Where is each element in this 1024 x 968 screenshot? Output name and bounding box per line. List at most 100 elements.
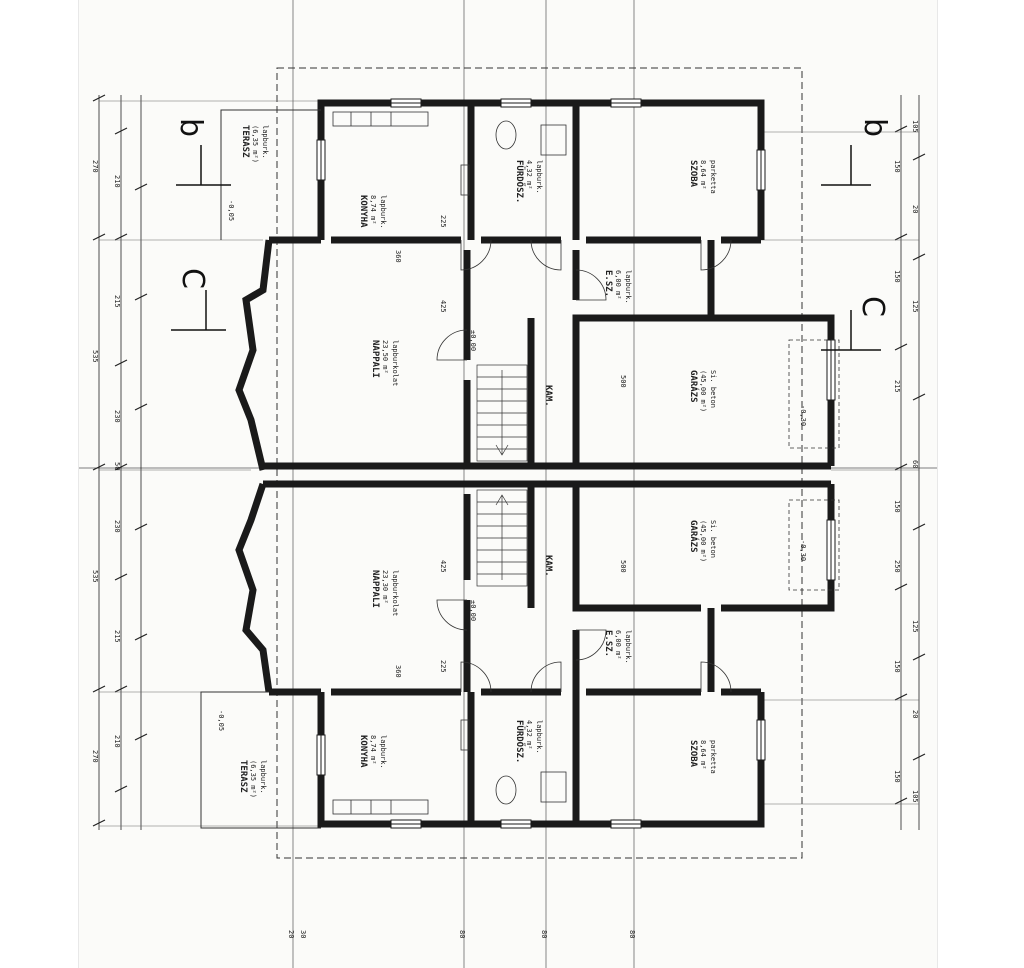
axis-label-2: 80 [458, 930, 466, 938]
room-terasz-bottom: TERASZ (6,35 m²) lapburk. [238, 760, 267, 798]
dim-left-mid-5: 215 [113, 630, 121, 643]
level-terrace-top: -0,05 [227, 200, 235, 221]
section-c-right: C [855, 296, 890, 317]
room-floor: lapburk. [259, 760, 267, 794]
dim-interior-3: 225 [439, 660, 447, 673]
room-name: GARÁZS [688, 520, 700, 553]
room-furdo-top: FÜRDŐSZ. 4,32 m² lapburk. [514, 160, 543, 203]
room-nappali-top: NAPPALI 23,50 m² lapburkolat [370, 340, 399, 386]
dim-right-outer-2: 215 [893, 380, 901, 393]
room-kam-top: KAM. [543, 385, 553, 407]
level-ground-top: ±0,00 [469, 330, 477, 351]
dim-interior-7: 500 [619, 560, 627, 573]
dim-left-outer-2: 535 [91, 570, 99, 583]
room-area: (45,00 m²) [699, 520, 707, 562]
level-marks: ±0,00 ±0,00 -0,05 -0,05 -0,30 -0,30 [217, 200, 807, 731]
dim-left-mid-1: 215 [113, 295, 121, 308]
room-konyha-bottom: KONYHA 8,74 m² lapburk. [358, 735, 387, 769]
drawing-sheet: b b C C KONYHA 8,74 m² lapburk. FÜRDŐSZ.… [78, 0, 938, 968]
axis-label-0: 20 [287, 930, 295, 938]
stair-bottom [476, 489, 528, 587]
room-area: 6,00 m² [614, 270, 622, 300]
level-terrace-bottom: -0,05 [217, 710, 225, 731]
room-floor: parketta [709, 160, 717, 194]
room-area: (45,00 m²) [699, 370, 707, 412]
dim-right-mid-6: 105 [911, 790, 919, 803]
room-name: TERASZ [240, 125, 250, 158]
room-name: FÜRDŐSZ. [514, 160, 525, 203]
room-elosz-top: E.SZ. 6,00 m² lapburk. [603, 270, 632, 304]
dim-right-outer-3: 150 [893, 500, 901, 513]
dim-interior-4: 360 [394, 250, 402, 263]
section-b-right: b [857, 118, 892, 137]
bathroom-fixtures [460, 120, 567, 805]
dim-right-outer-1: 150 [893, 270, 901, 283]
dim-left-mid-3: 50 [113, 462, 121, 470]
stair-top [476, 364, 528, 462]
dim-interior-1: 425 [439, 300, 447, 313]
room-floor: lapburk. [624, 630, 632, 664]
axis-label-3: 80 [540, 930, 548, 938]
room-floor: lapburk. [379, 195, 387, 229]
garage-door-markers [788, 339, 840, 591]
kitchen-counters [332, 111, 429, 815]
room-name: E.SZ. [603, 270, 613, 297]
room-furdo-bottom: FÜRDŐSZ. 4,32 m² lapburk. [514, 720, 543, 763]
room-szoba-top: SZOBA 8,64 m² parketta [688, 160, 717, 194]
room-area: 8,64 m² [699, 740, 707, 770]
room-floor: Si. beton [709, 520, 717, 558]
room-area: 6,00 m² [614, 630, 622, 660]
right-mid-dims: 105 20 125 60 125 20 105 [911, 120, 919, 803]
room-name: FÜRDŐSZ. [514, 720, 525, 763]
dim-interior-0: 225 [439, 215, 447, 228]
room-floor: lapburkolat [391, 570, 399, 616]
walls [235, 99, 835, 828]
dim-right-mid-0: 105 [911, 120, 919, 133]
axis-label-4: 80 [628, 930, 636, 938]
interior-dims: 225 425 425 225 360 360 500 500 [394, 215, 627, 678]
left-dimension-lines [92, 94, 148, 830]
dim-left-outer-0: 270 [91, 160, 99, 173]
room-floor: lapburk. [624, 270, 632, 304]
section-markers [171, 145, 881, 351]
right-outer-dims: 150 150 215 150 250 150 150 [893, 160, 901, 783]
left-outer-dims: 270 535 535 270 [91, 160, 99, 763]
room-floor: parketta [709, 740, 717, 774]
level-garage-bottom: -0,30 [799, 540, 807, 561]
room-area: 8,74 m² [369, 195, 377, 225]
door-swings [436, 239, 732, 693]
room-floor: lapburk. [379, 735, 387, 769]
terrace-outlines [200, 109, 321, 829]
level-garage-top: -0,30 [799, 405, 807, 426]
room-area: (6,35 m²) [249, 760, 257, 798]
dim-right-mid-4: 125 [911, 620, 919, 633]
room-area: 4,32 m² [525, 160, 533, 190]
room-elosz-bottom: E.SZ. 6,00 m² lapburk. [603, 630, 632, 664]
room-area: 8,64 m² [699, 160, 707, 190]
section-b-left: b [173, 118, 208, 137]
dim-left-outer-1: 535 [91, 350, 99, 363]
room-floor: lapburk. [261, 125, 269, 159]
room-area: 8,74 m² [369, 735, 377, 765]
room-floor: lapburk. [535, 720, 543, 754]
left-mid-dims: 210 215 230 50 230 215 210 [113, 175, 121, 748]
section-c-left: C [175, 268, 210, 289]
room-name: NAPPALI [370, 340, 380, 378]
dim-right-outer-6: 150 [893, 770, 901, 783]
dim-right-mid-5: 20 [911, 710, 919, 718]
room-konyha-top: KONYHA 8,74 m² lapburk. [358, 195, 387, 229]
dim-interior-2: 425 [439, 560, 447, 573]
level-ground-bottom: ±0,00 [469, 600, 477, 621]
floor-plan: b b C C KONYHA 8,74 m² lapburk. FÜRDŐSZ.… [79, 0, 937, 968]
room-area: 4,32 m² [525, 720, 533, 750]
bottom-axis-labels: 20 30 80 80 80 [287, 930, 636, 938]
room-name: KONYHA [358, 735, 368, 768]
dim-right-mid-3: 60 [911, 460, 919, 468]
room-floor: lapburkolat [391, 340, 399, 386]
dim-interior-6: 500 [619, 375, 627, 388]
room-area: 23,30 m² [381, 570, 389, 604]
room-name: GARÁZS [688, 370, 700, 403]
room-terasz-top: TERASZ (6,35 m²) lapburk. [240, 125, 269, 163]
room-name: KAM. [543, 385, 553, 407]
windows [316, 98, 836, 829]
